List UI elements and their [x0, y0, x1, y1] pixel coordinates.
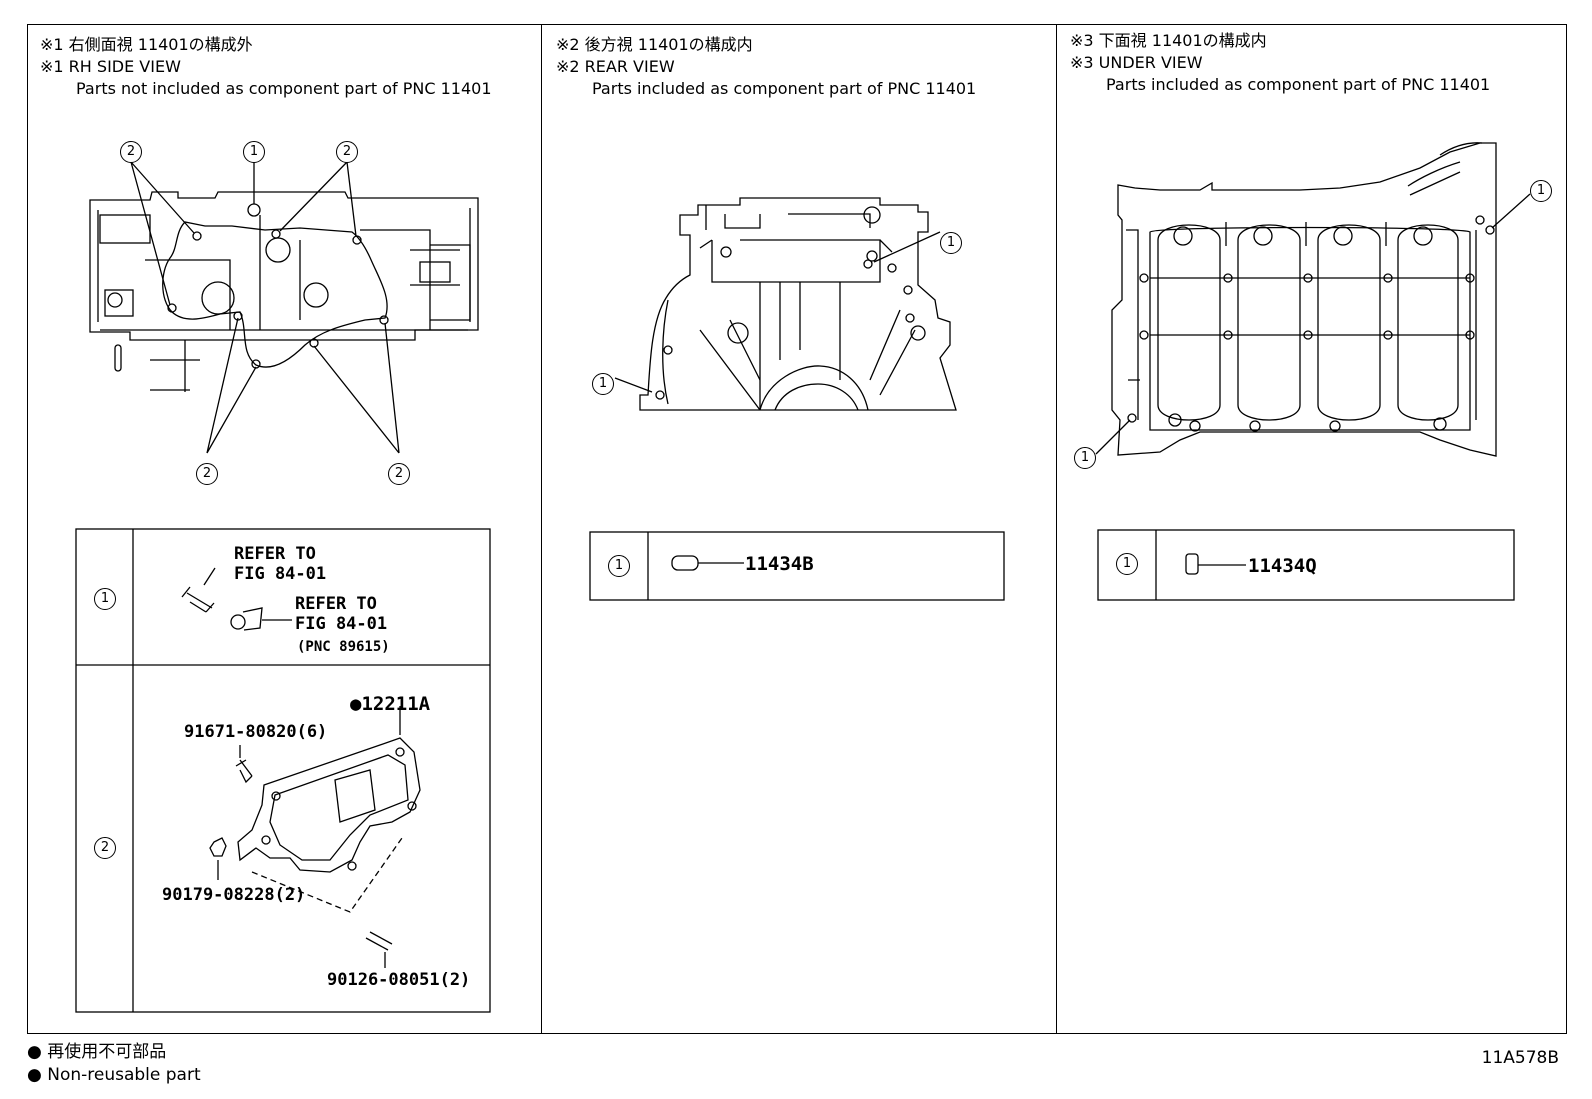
- part-label: REFER TO: [234, 544, 316, 564]
- under-view-parts-table: [1097, 529, 1515, 601]
- callout-1: 1: [1074, 447, 1096, 469]
- part-label: 91671-80820(6): [184, 722, 328, 742]
- part-label: FIG 84-01: [295, 614, 388, 634]
- callout-2: 2: [196, 463, 218, 485]
- panel-separator: [1056, 24, 1057, 1034]
- rear-view-drawing: [614, 197, 957, 411]
- panel-3-subtitle: Parts included as component part of PNC …: [1106, 75, 1491, 94]
- panel-3-header: ※3 下面視 11401の構成内 ※3 UNDER VIEW Parts inc…: [1070, 30, 1490, 96]
- panel-2-subtitle: Parts included as component part of PNC …: [592, 79, 977, 98]
- row-ref-2: 2: [94, 837, 116, 859]
- callout-2: 2: [336, 141, 358, 163]
- part-label: 90179-08228(2): [162, 885, 306, 905]
- part-label: 11434B: [745, 553, 814, 575]
- panel-3-title-jp: ※3 下面視 11401の構成内: [1070, 31, 1267, 50]
- callout-1: 1: [940, 232, 962, 254]
- callout-2: 2: [120, 141, 142, 163]
- row-ref-1: 1: [608, 555, 630, 577]
- row-ref-1: 1: [94, 588, 116, 610]
- legend-en: ● Non-reusable part: [27, 1065, 201, 1085]
- rear-view-parts-table: [589, 531, 1005, 601]
- cylinder-bores: [1157, 224, 1459, 421]
- callout-1: 1: [592, 373, 614, 395]
- callout-1: 1: [243, 141, 265, 163]
- rh-side-parts-table: [75, 528, 491, 1013]
- part-label: REFER TO: [295, 594, 377, 614]
- panel-1-title-en: ※1 RH SIDE VIEW: [40, 57, 181, 76]
- part-label: 11434Q: [1248, 555, 1317, 577]
- part-label: FIG 84-01: [234, 564, 327, 584]
- legend-jp: ● 再使用不可部品: [27, 1042, 167, 1062]
- row-ref-1: 1: [1116, 553, 1138, 575]
- part-label: 90126-08051(2): [327, 970, 471, 990]
- panel-3-title-en: ※3 UNDER VIEW: [1070, 53, 1203, 72]
- panel-1-subtitle: Parts not included as component part of …: [76, 79, 492, 98]
- part-label: ●12211A: [350, 693, 431, 715]
- panel-1-header: ※1 右側面視 11401の構成外 ※1 RH SIDE VIEW Parts …: [40, 34, 492, 100]
- panel-2-title-jp: ※2 後方視 11401の構成内: [556, 35, 753, 54]
- under-view-drawing: [1095, 142, 1531, 457]
- panel-1-title-jp: ※1 右側面視 11401の構成外: [40, 35, 253, 54]
- rh-side-view-drawing: [89, 160, 479, 454]
- diagram-frame: [27, 24, 1567, 1034]
- part-label: (PNC 89615): [297, 639, 390, 655]
- panel-2-header: ※2 後方視 11401の構成内 ※2 REAR VIEW Parts incl…: [556, 34, 976, 100]
- panel-2-title-en: ※2 REAR VIEW: [556, 57, 675, 76]
- callout-2: 2: [388, 463, 410, 485]
- panel-separator: [541, 24, 542, 1034]
- diagram-code: 11A578B: [1481, 1048, 1559, 1068]
- callout-1: 1: [1530, 180, 1552, 202]
